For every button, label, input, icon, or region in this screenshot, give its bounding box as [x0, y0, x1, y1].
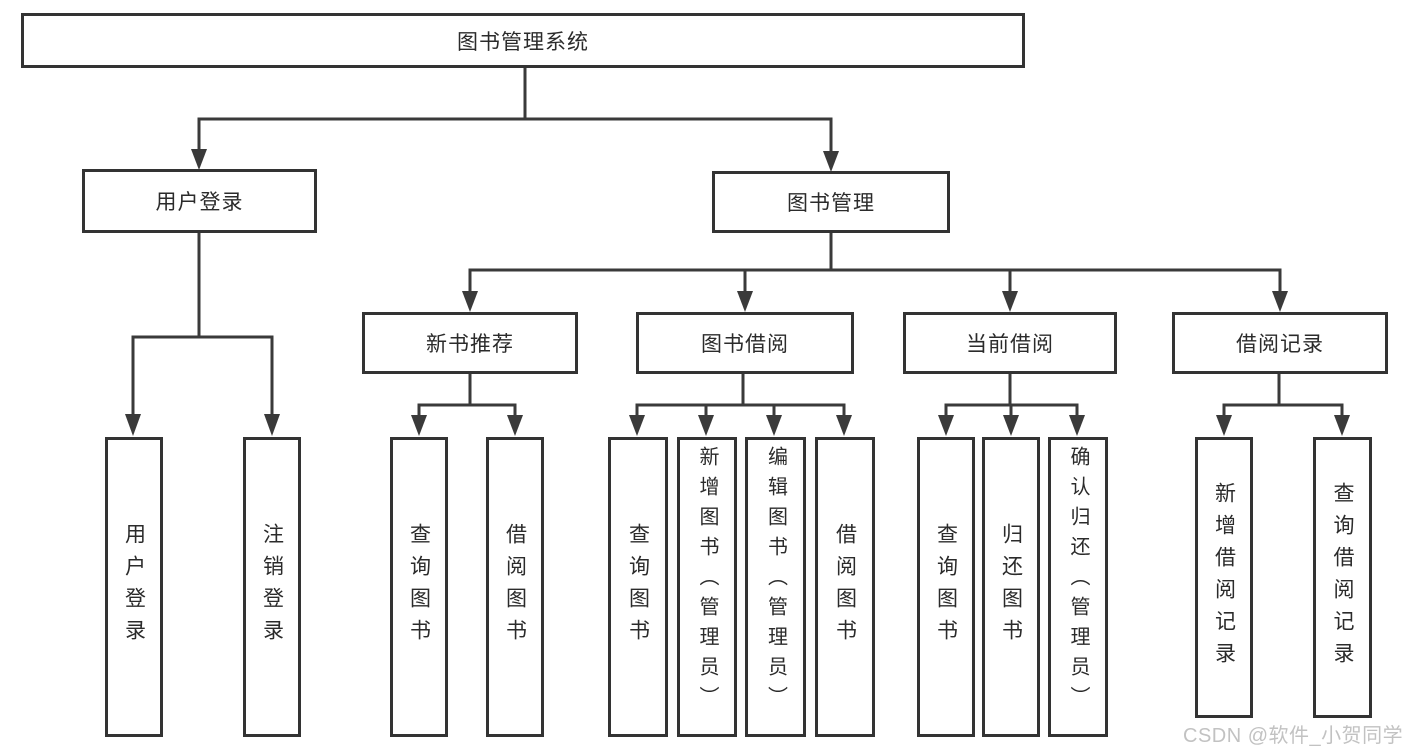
leaf-query-books-current-label: 查询图书	[934, 523, 958, 651]
connector-current-borrow-children	[938, 374, 1085, 436]
connector-book-management-children	[462, 233, 1288, 312]
connector-borrow-records-children	[1216, 374, 1350, 436]
connector-user-login-children	[125, 233, 280, 436]
node-borrowing-records: 借阅记录	[1172, 312, 1388, 374]
leaf-borrow-books-borrow-label: 借阅图书	[833, 523, 857, 651]
leaf-query-borrow-record-label: 查询借阅记录	[1331, 481, 1354, 674]
leaf-confirm-return-admin: 确认归还（管理员）	[1048, 437, 1108, 737]
leaf-query-books-current: 查询图书	[917, 437, 975, 737]
node-root-system-label: 图书管理系统	[457, 30, 589, 54]
leaf-borrow-books-recommend-label: 借阅图书	[503, 523, 527, 651]
node-book-borrowing: 图书借阅	[636, 312, 854, 374]
node-root-system: 图书管理系统	[21, 13, 1025, 68]
leaf-edit-book-admin: 编辑图书（管理员）	[745, 437, 806, 737]
leaf-logout-login-label: 注销登录	[260, 523, 284, 651]
leaf-query-books-recommend: 查询图书	[390, 437, 448, 737]
leaf-return-books-label: 归还图书	[999, 523, 1023, 651]
connector-root-to-level2	[191, 68, 839, 172]
leaf-logout-login: 注销登录	[243, 437, 301, 737]
leaf-user-login: 用户登录	[105, 437, 163, 737]
leaf-query-books-borrow-label: 查询图书	[626, 523, 650, 651]
leaf-query-books-recommend-label: 查询图书	[407, 523, 431, 651]
node-book-management-label: 图书管理	[787, 192, 875, 215]
leaf-query-books-borrow: 查询图书	[608, 437, 668, 737]
connector-book-borrow-children	[629, 374, 852, 436]
node-user-login-label: 用户登录	[155, 191, 244, 214]
leaf-borrow-books-borrow: 借阅图书	[815, 437, 875, 737]
leaf-edit-book-admin-label: 编辑图书（管理员）	[764, 446, 787, 716]
node-new-book-recommendation: 新书推荐	[362, 312, 578, 374]
node-current-borrowing: 当前借阅	[903, 312, 1117, 374]
leaf-confirm-return-admin-label: 确认归还（管理员）	[1067, 446, 1089, 716]
leaf-return-books: 归还图书	[982, 437, 1040, 737]
leaf-add-borrow-record: 新增借阅记录	[1195, 437, 1253, 718]
leaf-add-book-admin-label: 新增图书（管理员）	[696, 446, 718, 716]
node-user-login: 用户登录	[82, 169, 317, 233]
connector-new-book-children	[411, 374, 523, 436]
leaf-query-borrow-record: 查询借阅记录	[1313, 437, 1372, 718]
leaf-add-book-admin: 新增图书（管理员）	[677, 437, 737, 737]
node-new-book-recommendation-label: 新书推荐	[426, 333, 514, 356]
leaf-add-borrow-record-label: 新增借阅记录	[1212, 481, 1236, 674]
node-book-management: 图书管理	[712, 171, 950, 233]
leaf-borrow-books-recommend: 借阅图书	[486, 437, 544, 737]
watermark-text: CSDN @软件_小贺同学	[1183, 725, 1404, 747]
leaf-user-login-label: 用户登录	[122, 523, 146, 651]
node-borrowing-records-label: 借阅记录	[1236, 333, 1324, 356]
node-book-borrowing-label: 图书借阅	[701, 333, 789, 356]
node-current-borrowing-label: 当前借阅	[966, 333, 1054, 356]
